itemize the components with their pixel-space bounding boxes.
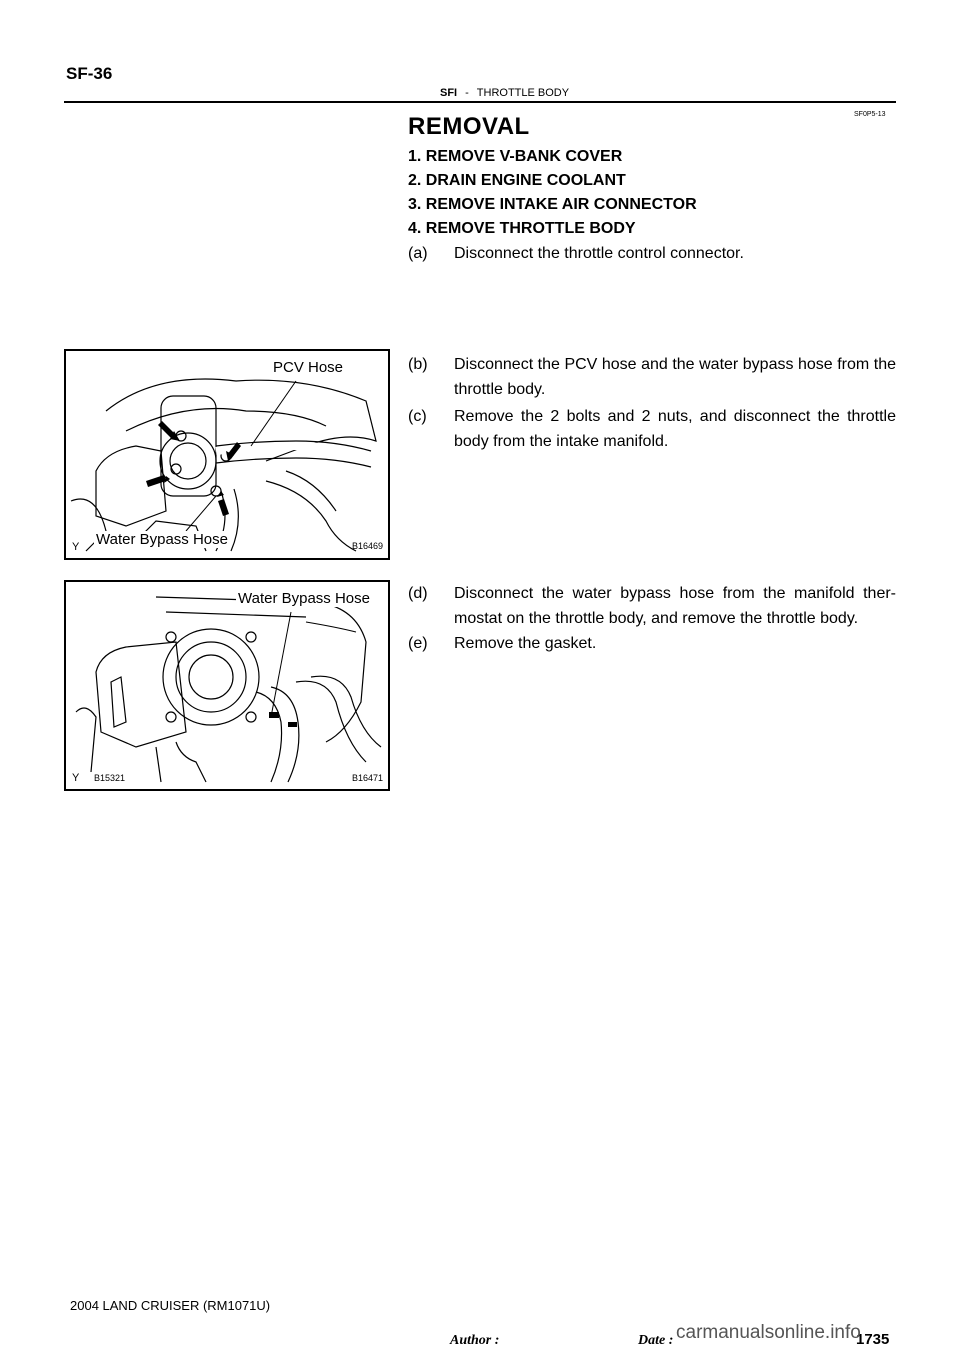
substep-text: Remove the 2 bolts and 2 nuts, and disco… xyxy=(454,408,896,450)
substep-c: (c) Remove the 2 bolts and 2 nuts, and d… xyxy=(408,404,896,454)
figure-id: B16471 xyxy=(352,773,384,783)
substep-text: Remove the gasket. xyxy=(454,635,597,652)
step-4: 4. REMOVE THROTTLE BODY xyxy=(408,220,636,237)
callout-pcv-hose: PCV Hose xyxy=(271,359,346,376)
figure-marker: Y xyxy=(72,772,80,784)
substep-label: (e) xyxy=(408,635,428,652)
step-2: 2. DRAIN ENGINE COOLANT xyxy=(408,172,626,189)
substep-label: (c) xyxy=(408,408,427,425)
throttle-body-illustration xyxy=(75,596,382,783)
engine-illustration xyxy=(70,378,377,552)
page-number: 1735 xyxy=(856,1331,890,1348)
substep-label: (a) xyxy=(408,245,428,262)
figure-id: B16469 xyxy=(352,541,384,551)
page-id: SF-36 xyxy=(66,64,113,83)
header-rule xyxy=(64,101,896,103)
header-dash: - xyxy=(465,87,469,99)
substep-text: Disconnect the water bypass hose from th… xyxy=(454,585,896,627)
watermark: carmanualsonline.info xyxy=(676,1322,861,1343)
figure-throttle-body-installed: PCV Hose Water Bypass Hose Y B16469 xyxy=(64,349,390,560)
substep-text: Disconnect the PCV hose and the water by… xyxy=(454,356,896,398)
substep-e: (e) Remove the gasket. xyxy=(408,631,896,656)
figure-throttle-body-removal: Water Bypass Hose Y B15321 B16471 xyxy=(64,580,390,791)
section-title: THROTTLE BODY xyxy=(476,87,570,99)
section-heading: REMOVAL xyxy=(408,113,530,140)
doc-code: SF0P5-13 xyxy=(854,111,886,118)
footer-date-label: Date : xyxy=(638,1333,674,1348)
section-code: SFI xyxy=(440,87,458,99)
figure-marker: Y xyxy=(72,541,80,553)
footer-author-label: Author : xyxy=(450,1333,500,1348)
substep-text: Disconnect the throttle control connecto… xyxy=(454,245,744,262)
step-1: 1. REMOVE V-BANK COVER xyxy=(408,148,623,165)
substep-a: (a) Disconnect the throttle control conn… xyxy=(408,241,896,266)
header-title: SFI-THROTTLE BODY xyxy=(440,87,569,99)
substep-b: (b) Disconnect the PCV hose and the wate… xyxy=(408,352,896,402)
substep-label: (b) xyxy=(408,356,428,373)
callout-water-bypass-hose: Water Bypass Hose xyxy=(94,531,230,548)
step-3: 3. REMOVE INTAKE AIR CONNECTOR xyxy=(408,196,697,213)
substep-d: (d) Disconnect the water bypass hose fro… xyxy=(408,581,896,631)
figure-ref-id: B15321 xyxy=(94,773,126,783)
callout-water-bypass-hose: Water Bypass Hose xyxy=(236,590,372,607)
footer-model: 2004 LAND CRUISER (RM1071U) xyxy=(70,1298,271,1313)
substep-label: (d) xyxy=(408,585,428,602)
